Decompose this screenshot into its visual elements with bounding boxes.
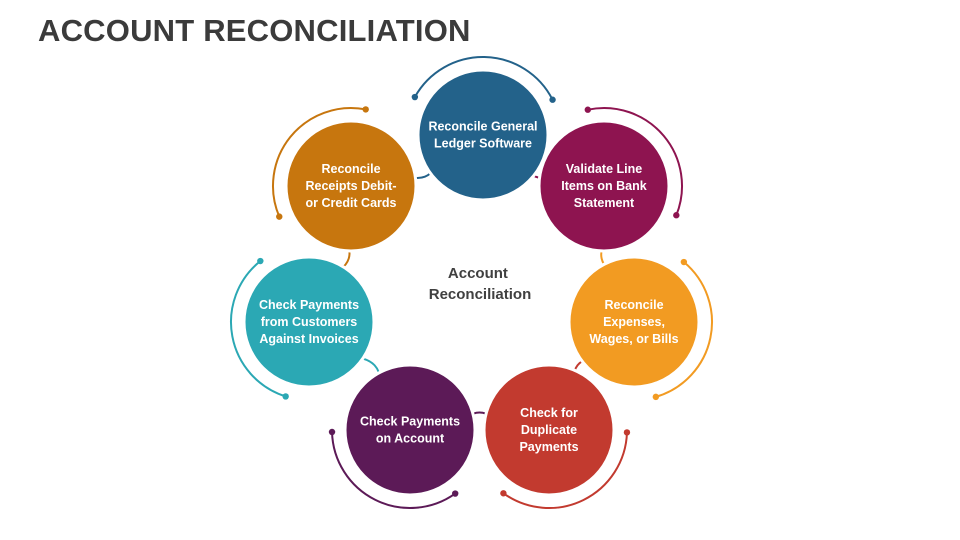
node-label-line: Check for	[520, 406, 578, 420]
node-label-line: Check Payments	[259, 298, 359, 312]
arc-end-dot	[257, 257, 264, 265]
node-circle	[567, 255, 701, 389]
node-label-line: Ledger Software	[434, 137, 532, 151]
node-label-line: Reconcile	[321, 162, 380, 176]
node-label-line: Payments	[519, 440, 578, 454]
node-circle	[537, 119, 671, 253]
center-label-line: Reconciliation	[429, 286, 532, 303]
node-circle	[242, 255, 376, 389]
node-circle	[284, 119, 418, 253]
node-label-line: Statement	[574, 196, 635, 210]
node-label-line: Duplicate	[521, 423, 577, 437]
node-label-line: Items on Bank	[561, 179, 646, 193]
arc-end-dot	[328, 428, 336, 436]
node-circle	[482, 363, 616, 497]
center-label-line: Account	[448, 265, 508, 282]
node-circle	[343, 363, 477, 497]
outer-arcs	[230, 56, 713, 509]
outer-arc	[272, 107, 366, 218]
arc-end-dot	[452, 490, 459, 497]
arc-end-dot	[680, 258, 688, 266]
center-label: Account Reconciliation	[429, 265, 532, 303]
page-title: ACCOUNT RECONCILIATION	[38, 13, 471, 48]
arc-end-dot	[584, 106, 592, 113]
node-check-payments-on-account: Check Payments on Account	[343, 363, 477, 497]
node-label-line: Receipts Debit-	[306, 179, 397, 193]
arc-end-dot	[500, 490, 507, 497]
arc-end-dot	[411, 93, 419, 101]
node-label-line: or Credit Cards	[306, 196, 397, 210]
outer-arc	[655, 261, 713, 398]
node-circle	[416, 68, 550, 202]
arc-end-dot	[673, 212, 680, 219]
outer-arc	[587, 107, 683, 216]
node-label-line: Expenses,	[603, 315, 665, 329]
arc-end-dot	[652, 393, 660, 401]
node-label-line: on Account	[376, 432, 445, 446]
node-label-line: from Customers	[261, 315, 358, 329]
outer-arc	[230, 260, 286, 398]
node-label: Check Payments on Account	[360, 415, 460, 446]
outer-arc	[502, 432, 628, 509]
arc-end-dot	[549, 96, 556, 103]
node-label-line: Wages, or Bills	[589, 332, 678, 346]
node-label-line: Reconcile	[604, 298, 663, 312]
node-label-line: Reconcile General	[428, 120, 537, 134]
outer-arc	[413, 56, 554, 101]
node-label-line: Validate Line	[566, 162, 642, 176]
node-label-line: Check Payments	[360, 415, 460, 429]
outer-arc	[331, 431, 456, 509]
arc-end-dot	[276, 213, 283, 220]
arc-end-dot	[282, 393, 289, 400]
arc-end-dot	[362, 106, 369, 113]
arc-end-dot	[623, 429, 631, 436]
node-label-line: Against Invoices	[259, 332, 358, 346]
